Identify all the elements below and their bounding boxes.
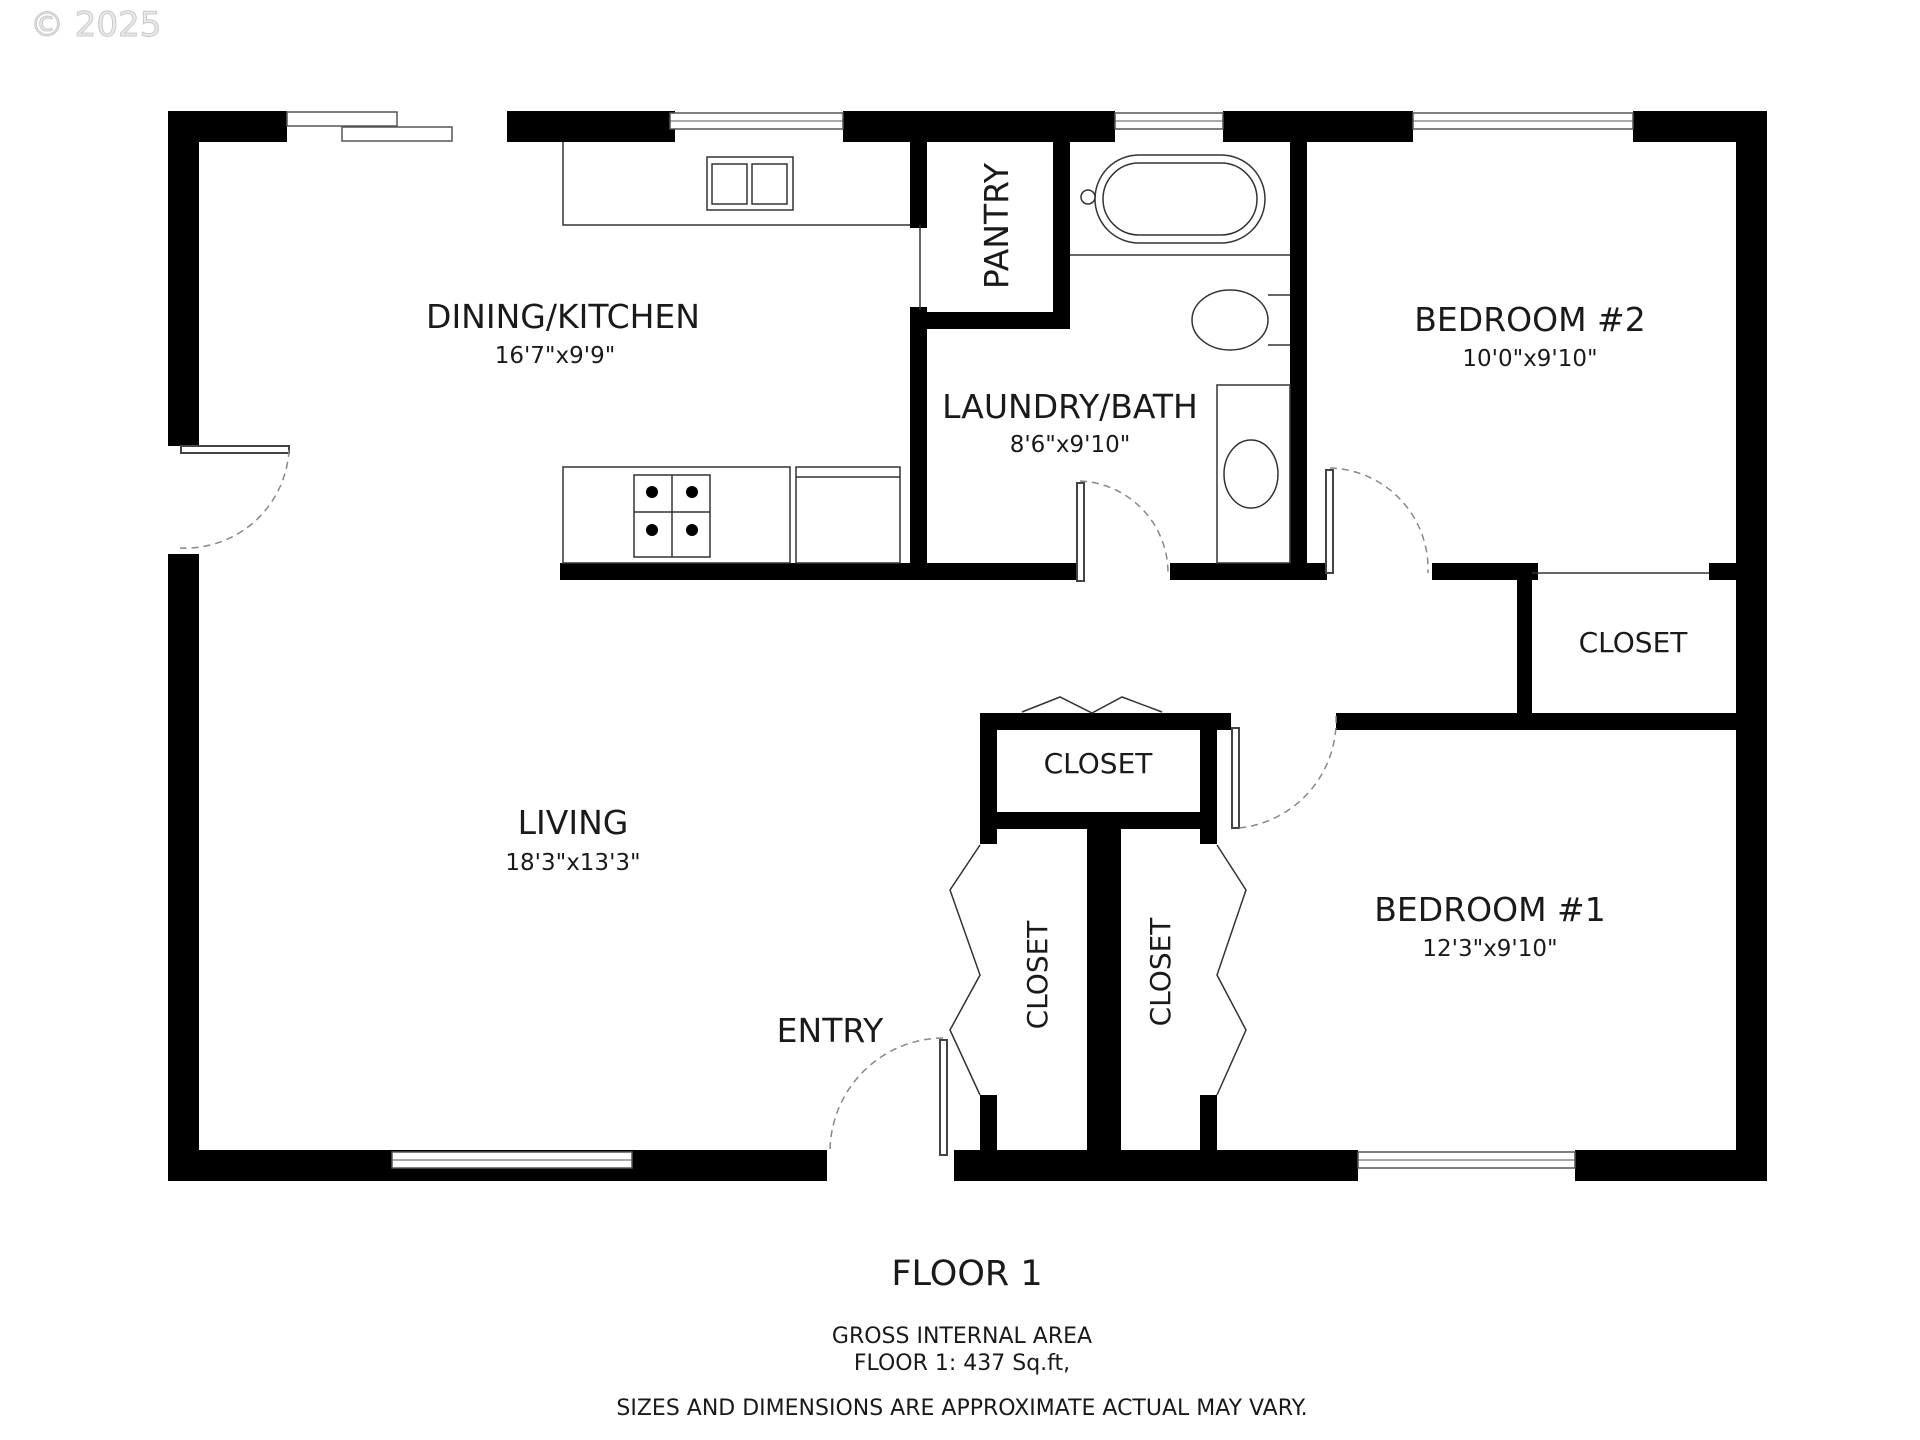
dining-kitchen-label: DINING/KITCHEN — [426, 297, 700, 336]
kitchen-fixtures — [562, 142, 921, 564]
kitchen-sink — [706, 156, 794, 211]
living-size: 18'3"x13'3" — [505, 850, 640, 876]
exterior-walls — [168, 111, 1767, 1181]
toilet — [1191, 289, 1269, 351]
laundry-bath-size: 8'6"x9'10" — [1010, 432, 1131, 458]
laundry-bath-label: LAUNDRY/BATH — [942, 387, 1198, 426]
floor-area-text: FLOOR 1: 437 Sq.ft, — [854, 1351, 1070, 1376]
bath-sink — [1223, 439, 1279, 509]
interior-walls — [560, 142, 1749, 1150]
bedroom1-label: BEDROOM #1 — [1374, 890, 1605, 929]
entry-label: ENTRY — [777, 1011, 885, 1050]
floor-title: FLOOR 1 — [891, 1254, 1042, 1294]
copyright-text: © 2025 — [30, 5, 161, 45]
closet-hall-label: CLOSET — [1044, 747, 1154, 780]
closet-bed2-label: CLOSET — [1579, 626, 1689, 659]
refrigerator — [795, 466, 901, 564]
bedroom2-size: 10'0"x9'10" — [1462, 346, 1597, 372]
windows — [391, 112, 1634, 1169]
closet-right-label: CLOSET — [1144, 917, 1177, 1027]
pantry-label: PANTRY — [977, 162, 1016, 289]
bedroom1-size: 12'3"x9'10" — [1422, 936, 1557, 962]
bath-fixtures — [1070, 154, 1291, 564]
closet-left-label: CLOSET — [1021, 920, 1054, 1030]
sliding-door — [286, 111, 453, 142]
dining-kitchen-size: 16'7"x9'9" — [495, 343, 616, 369]
living-label: LIVING — [518, 803, 629, 842]
bedroom2-label: BEDROOM #2 — [1414, 300, 1645, 339]
disclaimer-text: SIZES AND DIMENSIONS ARE APPROXIMATE ACT… — [616, 1396, 1307, 1421]
doors — [179, 445, 1429, 1156]
footer: FLOOR 1 GROSS INTERNAL AREA FLOOR 1: 437… — [616, 1254, 1307, 1421]
room-labels: DINING/KITCHEN 16'7"x9'9" PANTRY LAUNDRY… — [426, 162, 1688, 1050]
gross-area-label: GROSS INTERNAL AREA — [832, 1324, 1092, 1349]
